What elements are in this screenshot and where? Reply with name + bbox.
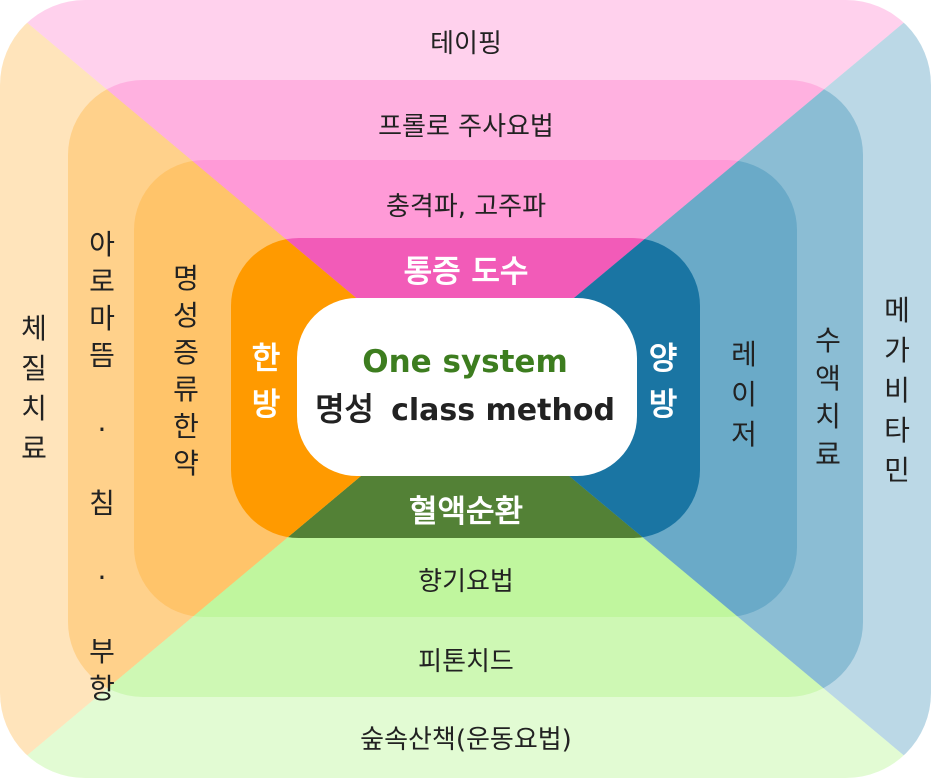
center-line1: One system [362, 344, 568, 380]
center-line2-ko: 명성 [315, 390, 374, 428]
center-white-box [297, 298, 637, 476]
left-ring-2 [68, 80, 465, 697]
top-ring3-label: 충격파, 고주파 [386, 192, 546, 222]
top-core-label: 통증 도수 [404, 254, 529, 290]
top-ring2-label: 프롤로 주사요법 [378, 112, 554, 142]
bottom-ring3-label: 향기요법 [418, 567, 514, 597]
bottom-ring2-label: 피톤치드 [418, 647, 514, 677]
center-panel: One system 명성 class method [297, 298, 637, 476]
center-line2-en: class method [391, 393, 615, 428]
bottom-ring1-label: 숲속산책(운동요법) [360, 725, 572, 755]
bottom-core-label: 혈액순환 [409, 494, 523, 530]
center-line2: 명성 class method [315, 390, 615, 428]
top-ring1-label: 테이핑 [430, 29, 502, 59]
